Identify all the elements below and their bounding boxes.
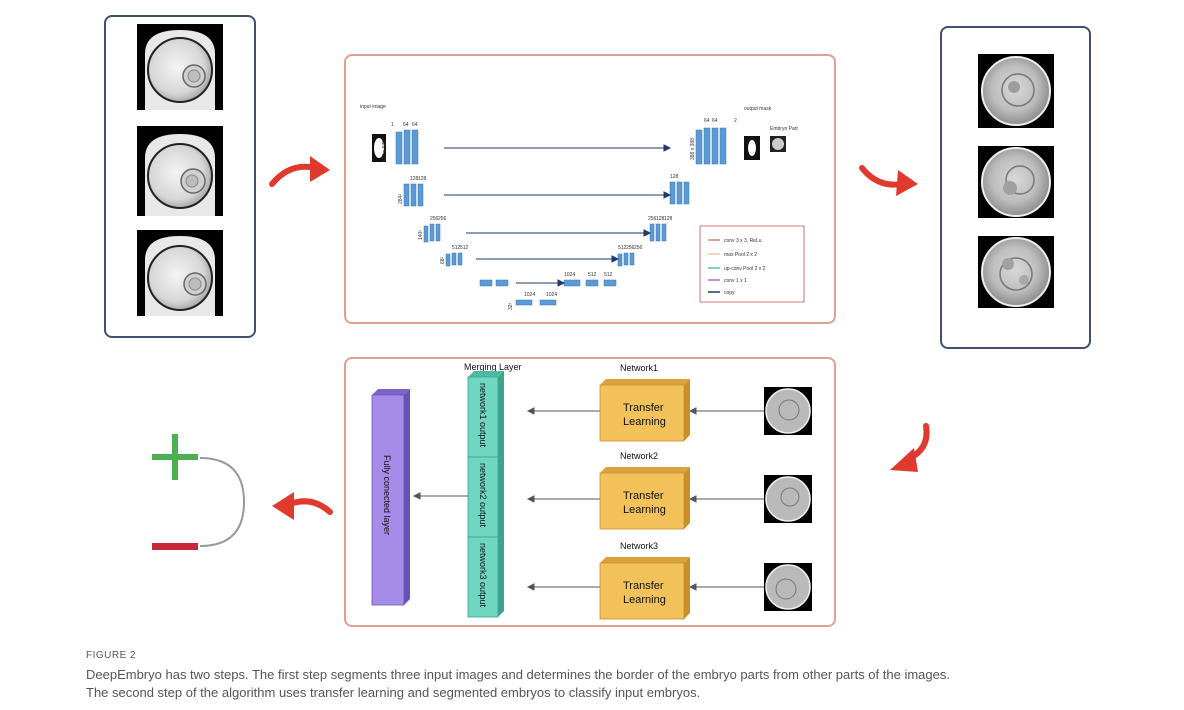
segmented-embryo-image-1 [978,54,1054,128]
unet-ch-d2-b: 128 [656,216,665,222]
classification-diagram: Fully conected layer Merging Layer netwo… [371,362,812,620]
arrow-to-segmented-icon [859,165,918,196]
network1-transfer-box [599,384,685,442]
network3-box-line1: Transfer [623,580,664,592]
network1-input-image [764,387,812,435]
legend-item-upconv: up-conv Pool 2 x 2 [724,266,766,272]
plus-icon [152,434,198,480]
network3-transfer-box [599,562,685,620]
unet-ch-d4-b: 512 [588,272,597,278]
classification-panel [344,357,836,627]
unet-size-l2: 284² [398,194,404,204]
unet-ch-l3-b: 256 [438,216,447,222]
merge-block-2 [467,456,499,538]
unet-ch-l4-b: 512 [460,245,469,251]
merge-label-3: network3 output [478,543,488,608]
caption-line-1: DeepEmbryo has two steps. The first step… [86,667,950,682]
merge-label-2: network2 output [478,463,488,528]
unet-ch-l4-a: 512 [452,245,461,251]
figure-number: FIGURE 2 [86,650,137,661]
fc-label: Fully conected layer [382,455,392,535]
unet-ch-l1-c: 64 [412,122,418,128]
unet-ch-d4-a: 1024 [564,272,575,278]
unet-ch-d1-d: 2 [734,118,737,124]
network3-box-line2: Learning [623,594,666,606]
minus-icon [152,543,198,550]
unet-ch-d4-c: 512 [604,272,613,278]
network2-box-line1: Transfer [623,490,664,502]
caption-line-2: The second step of the algorithm uses tr… [86,685,701,700]
unet-size-out: 388 x 388 [690,138,696,160]
unet-ch-l1-b: 64 [403,122,409,128]
merge-block-1 [467,376,499,458]
arrow-to-output-icon [272,492,333,520]
network1-box-line2: Learning [623,416,666,428]
unet-size-l3: 140² [418,230,424,240]
segmented-embryo-image-2 [978,146,1054,218]
unet-ch-d2-c: 128 [664,216,673,222]
unet-ch-d3-b: 256 [626,245,635,251]
input-embryo-image-3 [137,230,223,316]
network1-box-line1: Transfer [623,402,664,414]
network1-title: Network1 [620,363,658,373]
network2-transfer-box [599,472,685,530]
fully-connected-layer [371,394,405,606]
network3-input-image [764,563,812,611]
figure-caption: DeepEmbryo has two steps. The first step… [86,666,1126,702]
legend-item-copy: copy [724,290,735,296]
network2-input-image [764,475,812,523]
input-embryo-image-1 [137,24,223,110]
unet-ch-d1-c: 64 [712,118,718,124]
legend-item-conv1x1: conv 1 x 1 [724,278,747,284]
classification-output [152,434,246,550]
unet-ch-d3-a: 512 [618,245,627,251]
output-bracket [199,457,246,547]
unet-ch-l1-a: 1 [391,122,394,128]
unet-size-l4: 68² [440,256,446,264]
unet-ch-d2-a: 256 [648,216,657,222]
network3-title: Network3 [620,541,658,551]
unet-ch-l2-a: 128 [410,176,419,182]
legend-item-conv: conv 3 x 3, ReLu [724,238,762,244]
merge-block-3 [467,536,499,618]
unet-ch-d3-c: 256 [634,245,643,251]
network2-box-line2: Learning [623,504,666,516]
unet-size-l5: 32² [508,302,514,310]
unet-diagram: input image output mask Embryo Part 1 64… [360,104,805,310]
unet-legend-items: conv 3 x 3, ReLu max Pool 2 x 2 up-conv … [708,238,766,296]
input-embryo-image-2 [137,126,223,216]
unet-size-l1: 572 x 572 [382,140,388,162]
unet-legend [699,225,805,303]
arrow-to-unet-icon [269,156,330,187]
merging-layer-title: Merging Layer [464,362,522,372]
merge-label-1: network1 output [478,383,488,448]
legend-item-maxpool: max Pool 2 x 2 [724,252,757,258]
unet-ch-l5-b: 1024 [546,292,557,298]
unet-ch-l5-a: 1024 [524,292,535,298]
unet-input-label: input image [360,104,386,110]
unet-ch-d1-a: 128 [670,174,679,180]
unet-output-label: output mask [744,106,772,112]
network2-title: Network2 [620,451,658,461]
unet-ch-d1-b: 64 [704,118,710,124]
segmented-embryo-image-3 [978,236,1054,308]
unet-part-label: Embryo Part [770,126,798,132]
unet-ch-l2-b: 128 [418,176,427,182]
arrow-to-network-icon [890,423,930,472]
unet-ch-l3-a: 256 [430,216,439,222]
